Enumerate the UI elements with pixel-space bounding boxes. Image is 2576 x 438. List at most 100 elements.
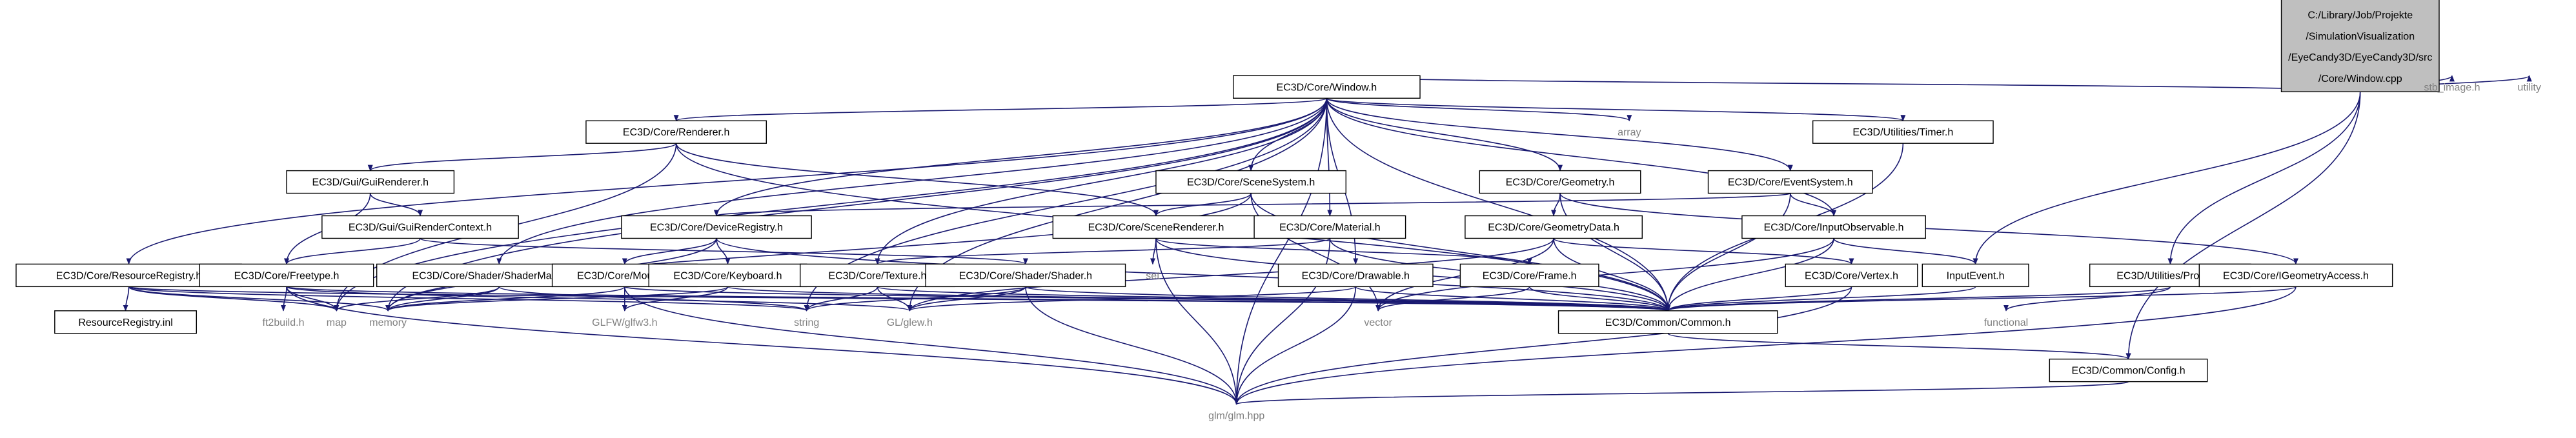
node-ft2build: ft2build.h bbox=[263, 317, 305, 328]
node-label[interactable]: EC3D/Core/InputObservable.h bbox=[1764, 222, 1904, 233]
node-label[interactable]: EC3D/Utilities/Profiler.h bbox=[2116, 270, 2224, 281]
node-label[interactable]: EC3D/Utilities/Timer.h bbox=[1852, 127, 1953, 138]
node-box[interactable] bbox=[1922, 263, 2029, 288]
node-box[interactable] bbox=[2198, 263, 2393, 288]
node-drawable[interactable]: EC3D/Core/Drawable.h bbox=[1277, 263, 1434, 288]
node-guirendercontext[interactable]: EC3D/Gui/GuiRenderContext.h bbox=[321, 215, 519, 239]
edge-freetype-to-glm bbox=[286, 286, 1239, 405]
node-root-window-cpp: C:/Library/Job/Projekte/SimulationVisual… bbox=[2280, 0, 2440, 92]
node-label[interactable]: EC3D/Core/Material.h bbox=[1279, 222, 1381, 233]
node-label[interactable]: EC3D/Core/IGeometryAccess.h bbox=[2223, 270, 2369, 281]
edge-material-to-texture bbox=[875, 237, 1331, 265]
node-box[interactable] bbox=[925, 263, 1126, 288]
node-shader[interactable]: EC3D/Core/Shader/Shader.h bbox=[925, 263, 1126, 288]
node-timer[interactable]: EC3D/Utilities/Timer.h bbox=[1812, 120, 1994, 144]
node-box[interactable] bbox=[1465, 215, 1643, 239]
node-renderer[interactable]: EC3D/Core/Renderer.h bbox=[585, 120, 767, 144]
node-glew: GL/glew.h bbox=[887, 317, 933, 328]
node-box[interactable] bbox=[1155, 170, 1346, 194]
node-label: utility bbox=[2517, 82, 2541, 93]
node-label[interactable]: EC3D/Core/SceneSystem.h bbox=[1187, 177, 1315, 188]
node-material[interactable]: EC3D/Core/Material.h bbox=[1253, 215, 1406, 239]
node-box[interactable] bbox=[286, 170, 455, 194]
node-igeometryaccess[interactable]: EC3D/Core/IGeometryAccess.h bbox=[2198, 263, 2393, 288]
node-inputevent[interactable]: InputEvent.h bbox=[1922, 263, 2029, 288]
node-frame[interactable]: EC3D/Core/Frame.h bbox=[1459, 263, 1599, 288]
node-box[interactable] bbox=[321, 215, 519, 239]
node-label[interactable]: EC3D/Core/EventSystem.h bbox=[1728, 177, 1853, 188]
node-box[interactable] bbox=[54, 310, 198, 334]
node-glfw3: GLFW/glfw3.h bbox=[592, 317, 657, 328]
node-label[interactable]: EC3D/Core/Geometry.h bbox=[1506, 177, 1615, 188]
node-box[interactable] bbox=[1232, 75, 1421, 99]
edge-guirenderer-to-guirendercontext bbox=[369, 193, 423, 217]
edge-vertex-to-glm bbox=[1233, 286, 1852, 405]
node-label[interactable]: EC3D/Core/ResourceRegistry.h bbox=[56, 270, 202, 281]
node-config[interactable]: EC3D/Common/Config.h bbox=[2049, 358, 2208, 383]
edge-inputevent-to-common bbox=[1665, 286, 1976, 312]
node-label[interactable]: EC3D/Core/SceneRenderer.h bbox=[1088, 222, 1224, 233]
edge-freetype-to-glew bbox=[286, 286, 912, 312]
node-box[interactable] bbox=[1741, 215, 1926, 239]
edge-scenesystem-to-vector bbox=[1250, 193, 1381, 312]
node-box[interactable] bbox=[1479, 170, 1641, 194]
node-box[interactable] bbox=[585, 120, 767, 144]
node-label[interactable]: EC3D/Core/DeviceRegistry.h bbox=[650, 222, 783, 233]
node-freetype[interactable]: EC3D/Core/Freetype.h bbox=[199, 263, 374, 288]
node-label[interactable]: EC3D/Core/GeometryData.h bbox=[1488, 222, 1619, 233]
node-geometry[interactable]: EC3D/Core/Geometry.h bbox=[1479, 170, 1641, 194]
node-label[interactable]: EC3D/Common/Common.h bbox=[1605, 317, 1731, 328]
node-window-h[interactable]: EC3D/Core/Window.h bbox=[1232, 75, 1421, 99]
edge-geometry-to-igeometryaccess bbox=[1559, 193, 2298, 265]
node-resourceregistry-inl[interactable]: ResourceRegistry.inl bbox=[54, 310, 198, 334]
node-box[interactable] bbox=[1459, 263, 1599, 288]
node-box[interactable] bbox=[1785, 263, 1918, 288]
edge-resourceregistry-to-common bbox=[128, 286, 1670, 312]
edge-scenerenderer-to-frame bbox=[1155, 237, 1532, 265]
node-box[interactable] bbox=[1812, 120, 1994, 144]
node-label[interactable]: EC3D/Gui/GuiRenderContext.h bbox=[349, 222, 492, 233]
edge-root-to-profiler bbox=[2167, 92, 2361, 265]
edge-root-to-inputevent bbox=[1973, 92, 2361, 265]
node-label[interactable]: EC3D/Common/Config.h bbox=[2072, 366, 2186, 377]
node-label[interactable]: EC3D/Core/Window.h bbox=[1277, 82, 1377, 93]
node-label[interactable]: EC3D/Core/Drawable.h bbox=[1302, 270, 1410, 281]
edge-geometrydata-to-vertex bbox=[1553, 237, 1854, 265]
node-label[interactable]: EC3D/Core/Vertex.h bbox=[1805, 270, 1898, 281]
node-keyboard[interactable]: EC3D/Core/Keyboard.h bbox=[648, 263, 807, 288]
edge-renderer-to-guirenderer bbox=[367, 143, 677, 172]
edge-drawable-to-common bbox=[1355, 286, 1670, 312]
node-deviceregistry[interactable]: EC3D/Core/DeviceRegistry.h bbox=[621, 215, 812, 239]
node-box[interactable] bbox=[1557, 310, 1778, 334]
node-box[interactable] bbox=[1253, 215, 1406, 239]
node-box[interactable] bbox=[1707, 170, 1873, 194]
edge-keyboard-to-glfw3 bbox=[622, 286, 729, 312]
node-label[interactable]: EC3D/Core/Texture.h bbox=[828, 270, 926, 281]
node-label[interactable]: EC3D/Core/Shader/ShaderManager.h bbox=[412, 270, 587, 281]
node-label[interactable]: EC3D/Gui/GuiRenderer.h bbox=[312, 177, 429, 188]
edge-geometry-to-geometrydata bbox=[1551, 193, 1561, 217]
node-label[interactable]: EC3D/Core/Renderer.h bbox=[623, 127, 729, 138]
node-label[interactable]: EC3D/Core/Freetype.h bbox=[234, 270, 340, 281]
node-vertex[interactable]: EC3D/Core/Vertex.h bbox=[1785, 263, 1918, 288]
node-scenerenderer[interactable]: EC3D/Core/SceneRenderer.h bbox=[1052, 215, 1260, 239]
node-inputobservable[interactable]: EC3D/Core/InputObservable.h bbox=[1741, 215, 1926, 239]
node-guirenderer[interactable]: EC3D/Gui/GuiRenderer.h bbox=[286, 170, 455, 194]
edge-resourceregistry-to-resourceregistry_inl bbox=[123, 286, 130, 312]
node-geometrydata[interactable]: EC3D/Core/GeometryData.h bbox=[1465, 215, 1643, 239]
node-eventsystem[interactable]: EC3D/Core/EventSystem.h bbox=[1707, 170, 1873, 194]
node-label[interactable]: InputEvent.h bbox=[1947, 270, 2005, 281]
node-box[interactable] bbox=[199, 263, 374, 288]
node-label[interactable]: EC3D/Core/Keyboard.h bbox=[673, 270, 782, 281]
node-box[interactable] bbox=[621, 215, 812, 239]
node-box[interactable] bbox=[2049, 358, 2208, 383]
node-label[interactable]: ResourceRegistry.inl bbox=[78, 317, 172, 328]
node-scenesystem[interactable]: EC3D/Core/SceneSystem.h bbox=[1155, 170, 1346, 194]
node-box[interactable] bbox=[1277, 263, 1434, 288]
node-label: stb_image.h bbox=[2424, 82, 2480, 93]
node-common[interactable]: EC3D/Common/Common.h bbox=[1557, 310, 1778, 334]
node-label[interactable]: EC3D/Core/Shader/Shader.h bbox=[959, 270, 1092, 281]
node-label[interactable]: EC3D/Core/Frame.h bbox=[1483, 270, 1577, 281]
edge-guirendercontext-to-shader bbox=[420, 237, 1028, 265]
node-label: functional bbox=[1984, 317, 2029, 328]
